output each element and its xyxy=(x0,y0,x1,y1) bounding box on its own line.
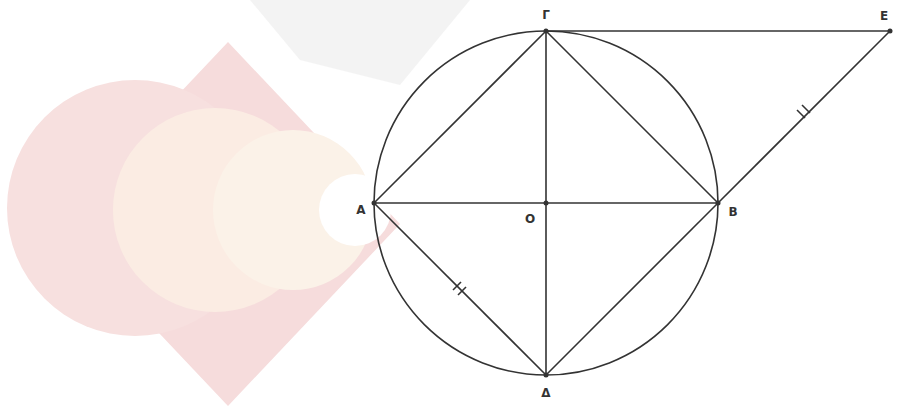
point xyxy=(716,201,721,206)
point-label: Β xyxy=(728,206,737,218)
segment xyxy=(374,31,546,203)
tick-mark xyxy=(802,105,810,113)
point xyxy=(544,29,549,34)
point-label: Δ xyxy=(541,387,550,399)
point xyxy=(372,201,377,206)
point-label: Γ xyxy=(542,9,550,21)
point-label: Ο xyxy=(525,213,535,225)
points xyxy=(372,29,893,378)
tick-mark xyxy=(797,110,805,118)
segment xyxy=(374,203,546,375)
segment xyxy=(546,31,718,203)
segment xyxy=(546,203,718,375)
logo xyxy=(7,42,400,406)
point xyxy=(544,373,549,378)
segment xyxy=(546,30,890,32)
watermark xyxy=(250,0,470,85)
segment xyxy=(718,31,890,203)
tick-mark xyxy=(458,287,466,295)
circle xyxy=(374,31,718,375)
point xyxy=(888,29,893,34)
point xyxy=(544,201,549,206)
tick-mark xyxy=(453,282,461,290)
construction xyxy=(374,31,890,375)
point-label: Ε xyxy=(880,10,888,22)
point-label: Α xyxy=(356,204,365,216)
